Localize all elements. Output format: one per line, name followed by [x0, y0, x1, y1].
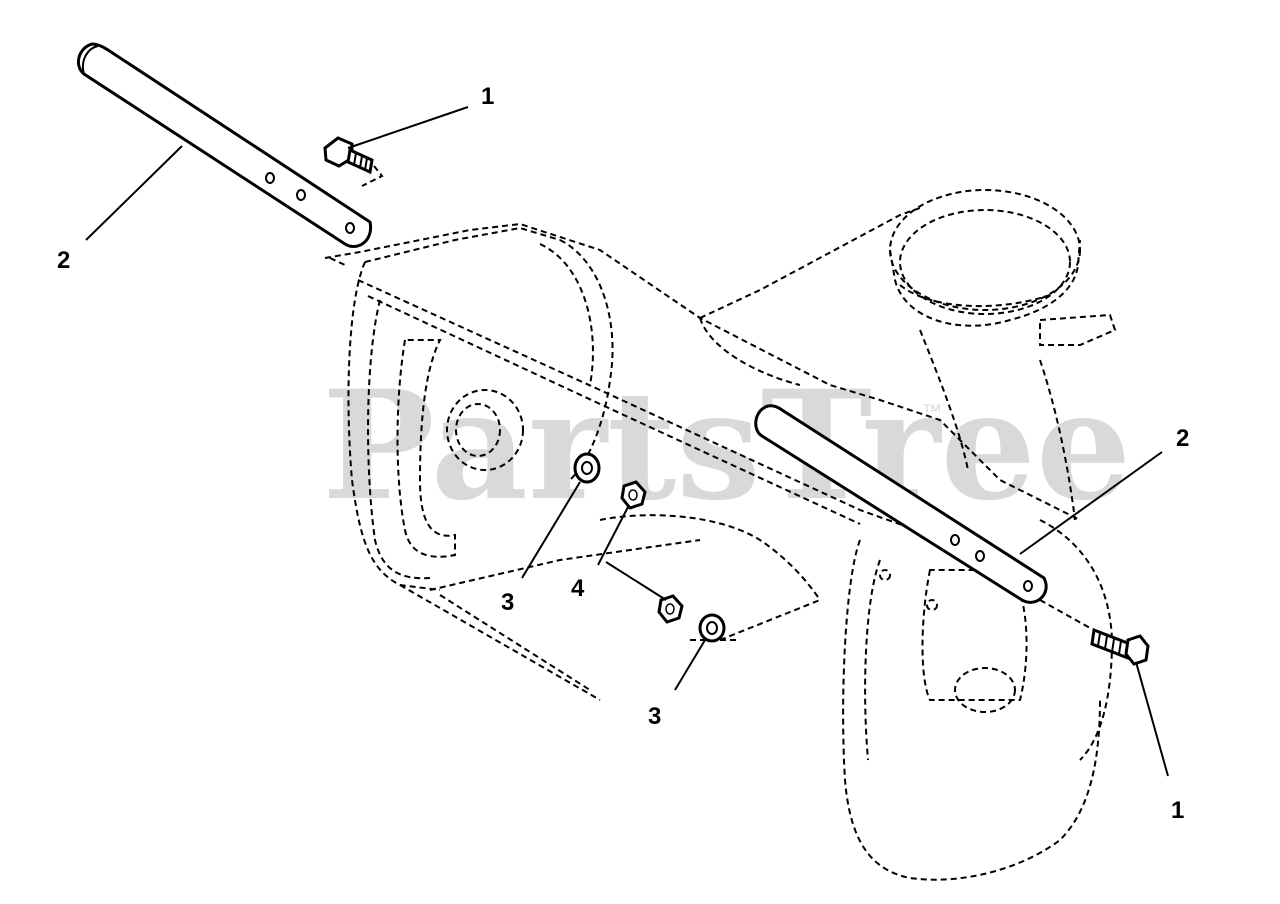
nut-upper — [620, 480, 647, 510]
callout-tube-right: 2 — [1176, 425, 1189, 452]
watermark-text: PartsTree — [322, 358, 1131, 534]
tube-hole — [265, 172, 275, 184]
tube-top-left — [76, 42, 373, 248]
bolt-right — [1090, 627, 1150, 666]
auger-housing-outline — [324, 189, 1117, 881]
bolt-top — [323, 136, 384, 187]
tube-hole — [975, 550, 985, 562]
callout-washer-bottom: 3 — [648, 703, 661, 730]
callout-tube-top: 2 — [57, 247, 70, 274]
nut-lower — [657, 594, 684, 624]
tube-hole — [345, 222, 355, 234]
leader-lines — [85, 106, 1169, 777]
callout-bolt-top: 1 — [481, 83, 494, 110]
callout-labels: 1 2 2 1 3 4 3 — [57, 83, 1189, 824]
washer-bottom — [698, 613, 726, 643]
assembly-line — [605, 561, 667, 601]
tube-hole — [1023, 580, 1033, 592]
callout-bolt-right: 1 — [1171, 797, 1184, 824]
callout-nut: 4 — [571, 575, 585, 602]
tube-hole — [950, 534, 960, 546]
watermark: PartsTree ™ — [322, 358, 1131, 534]
callout-washer-left: 3 — [501, 589, 514, 616]
tube-hole — [296, 189, 306, 201]
washer-left — [573, 452, 601, 484]
tube-right — [754, 404, 1048, 604]
watermark-trademark: ™ — [922, 401, 942, 423]
